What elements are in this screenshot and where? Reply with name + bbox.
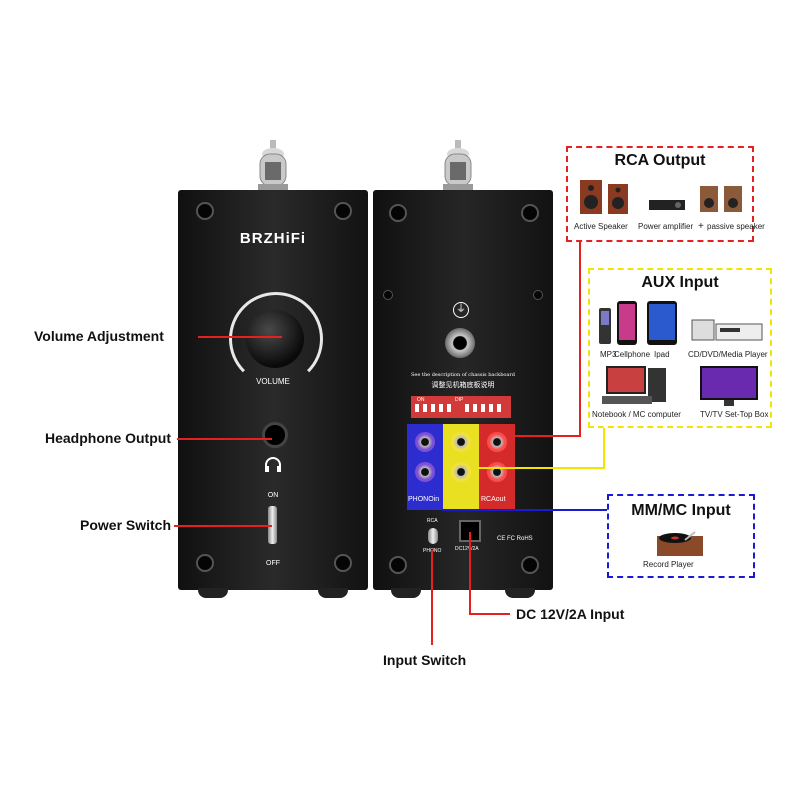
power-on-label: ON bbox=[267, 492, 279, 499]
power-off-label: OFF bbox=[266, 560, 280, 567]
power-toggle[interactable] bbox=[268, 506, 277, 544]
headphone-icon bbox=[265, 457, 281, 472]
callout-headphone: Headphone Output bbox=[45, 430, 171, 446]
brand-logo: BRZHiFi bbox=[239, 230, 307, 247]
callout-volume: Volume Adjustment bbox=[34, 328, 164, 344]
power-amplifier-label: Power amplifier bbox=[638, 222, 694, 231]
ground-icon: ⏚ bbox=[453, 302, 469, 318]
front-unit: BRZHiFi VOLUME ON OFF bbox=[178, 140, 368, 600]
volume-ring bbox=[229, 292, 323, 386]
aux-input-line bbox=[479, 426, 605, 469]
record-player-icon bbox=[657, 531, 703, 556]
back-tube-icon bbox=[443, 140, 473, 192]
switch-rca-label: RCA bbox=[427, 518, 438, 524]
notebook-computer-icon bbox=[602, 366, 666, 404]
media-player-icon bbox=[691, 319, 763, 341]
screw-icon bbox=[389, 204, 407, 222]
screw-icon bbox=[533, 290, 543, 300]
screw-icon bbox=[334, 554, 352, 572]
foot bbox=[505, 588, 535, 598]
ground-post[interactable] bbox=[445, 328, 475, 358]
headphone-jack[interactable] bbox=[262, 422, 288, 448]
screw-icon bbox=[389, 556, 407, 574]
dip-label: DIP bbox=[455, 397, 464, 403]
rca-output-line bbox=[515, 235, 581, 437]
screw-icon bbox=[521, 204, 539, 222]
record-player-label: Record Player bbox=[643, 560, 694, 569]
passive-speaker-icon bbox=[700, 186, 742, 212]
rca-jack-phono-l[interactable] bbox=[415, 432, 435, 452]
callout-dc: DC 12V/2A Input bbox=[516, 606, 625, 622]
screw-icon bbox=[196, 554, 214, 572]
ipad-icon bbox=[647, 301, 677, 345]
dip-on-label: ON bbox=[417, 397, 425, 403]
dc-line bbox=[469, 532, 510, 615]
screw-icon bbox=[196, 202, 214, 220]
rca-out-label: RCAout bbox=[481, 496, 506, 503]
mp3-icon bbox=[599, 308, 611, 344]
aux-input-title: AUX Input bbox=[641, 274, 719, 291]
screw-icon bbox=[521, 556, 539, 574]
ipad-label: Ipad bbox=[654, 350, 670, 359]
rca-jack-phono-r[interactable] bbox=[415, 462, 435, 482]
tv-label: TV/TV Set-Top Box bbox=[700, 410, 769, 419]
callout-input-switch: Input Switch bbox=[383, 652, 467, 668]
dip-switch-block[interactable]: ON DIP bbox=[411, 396, 511, 418]
volume-knob[interactable] bbox=[246, 310, 304, 368]
dc-label: DC12V/2A bbox=[455, 546, 479, 552]
rca-output-panel: RCA Output Active Speaker Power amplifie… bbox=[566, 146, 765, 242]
input-switch-toggle[interactable] bbox=[428, 528, 438, 544]
rca-jack-aux-r[interactable] bbox=[451, 462, 471, 482]
phono-in-label: PHONOin bbox=[408, 496, 440, 503]
dip-bank bbox=[465, 404, 505, 412]
rca-output-title: RCA Output bbox=[614, 152, 706, 169]
certification-marks: CE FC RoHS bbox=[497, 536, 533, 542]
screw-icon bbox=[383, 290, 393, 300]
rca-jack-out-l[interactable] bbox=[487, 432, 507, 452]
foot bbox=[198, 588, 228, 598]
active-speaker-icon bbox=[580, 180, 628, 214]
front-tube-icon bbox=[258, 140, 288, 192]
power-amplifier-icon bbox=[649, 200, 685, 210]
media-player-label: CD/DVD/Media Player bbox=[688, 350, 768, 359]
foot bbox=[391, 588, 421, 598]
backboard-description-cn: 调整见机箱底板说明 bbox=[431, 382, 495, 389]
mm-input-title: MM/MC Input bbox=[631, 502, 731, 519]
volume-label: VOLUME bbox=[256, 377, 290, 386]
back-unit: ⏚ See the description of chassis backboa… bbox=[373, 140, 553, 600]
cellphone-icon bbox=[617, 301, 637, 345]
mp3-label: MP3 bbox=[600, 350, 617, 359]
screw-icon bbox=[334, 202, 352, 220]
dip-bank bbox=[415, 404, 455, 412]
aux-input-panel: AUX Input MP3 Cellphone Ipad CD/DVD/Medi… bbox=[588, 268, 772, 428]
passive-speaker-label: passive speaker bbox=[707, 222, 765, 231]
cellphone-label: Cellphone bbox=[614, 350, 651, 359]
rca-jack-aux-l[interactable] bbox=[451, 432, 471, 452]
tv-icon bbox=[700, 366, 758, 406]
backboard-description: See the description of chassis backboard bbox=[411, 372, 515, 378]
callout-power: Power Switch bbox=[80, 517, 172, 533]
notebook-label: Notebook / MC computer bbox=[592, 410, 681, 419]
plus-label: + bbox=[698, 221, 704, 232]
mm-input-panel: MM/MC Input Record Player bbox=[607, 494, 755, 578]
active-speaker-label: Active Speaker bbox=[574, 222, 628, 231]
foot bbox=[318, 588, 348, 598]
